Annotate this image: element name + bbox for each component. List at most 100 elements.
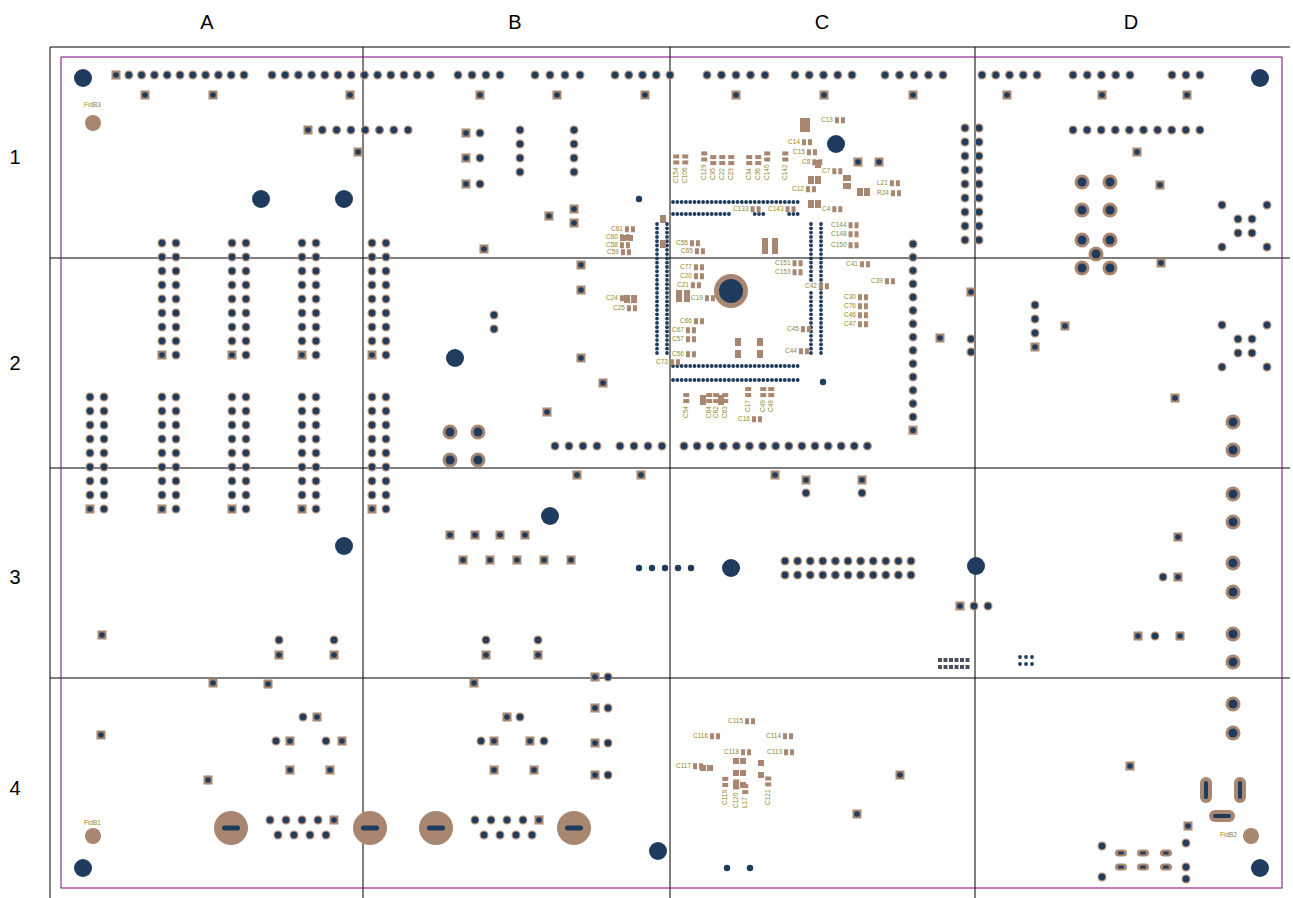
footprint (599, 379, 608, 388)
through-hole-pin (975, 208, 983, 216)
mounting-hole (649, 842, 667, 860)
smd-pad (808, 176, 814, 184)
square-pad (535, 816, 544, 825)
through-hole-pin (1033, 71, 1041, 79)
smd-pad (757, 338, 763, 346)
drill-hole (369, 506, 375, 512)
drill-hole (535, 652, 541, 658)
through-hole-pin (268, 71, 276, 79)
footprint (172, 337, 180, 345)
footprint (593, 442, 601, 450)
footprint (665, 235, 669, 239)
slot-hole (1163, 852, 1169, 855)
fine-pitch-pin (718, 378, 722, 382)
smd-pad (620, 234, 624, 240)
fine-pitch-pin (710, 378, 714, 382)
through-hole-pin (158, 393, 166, 401)
drill-hole (1032, 344, 1038, 350)
through-hole-pin (961, 194, 969, 202)
through-hole-pin (528, 831, 536, 839)
fine-pitch-pin (671, 200, 675, 204)
footprint (809, 231, 813, 235)
fine-pitch-pin (819, 265, 823, 269)
through-hole-pin (158, 491, 166, 499)
footprint (382, 393, 390, 401)
footprint (214, 811, 248, 845)
footprint (1226, 515, 1241, 530)
through-hole-pin (570, 140, 578, 148)
footprint (625, 71, 633, 79)
footprint (655, 330, 659, 334)
footprint (757, 338, 763, 346)
through-hole-pin (312, 323, 320, 331)
footprint (312, 337, 320, 345)
footprint (1083, 126, 1091, 134)
square-pad (446, 531, 455, 540)
footprint (843, 183, 851, 189)
through-hole-pin (895, 557, 903, 565)
through-hole-pin (476, 129, 484, 137)
footprint (809, 226, 813, 230)
footprint (382, 253, 390, 261)
through-hole-pin (242, 267, 250, 275)
footprint (637, 471, 646, 480)
footprint (819, 295, 823, 299)
through-hole-pin (228, 267, 236, 275)
fine-pitch-pin (761, 378, 765, 382)
footprint (631, 295, 637, 303)
smd-pad (733, 770, 739, 776)
footprint (531, 71, 539, 79)
through-hole-pin (298, 435, 306, 443)
smd-pad (799, 269, 803, 275)
fine-pitch-pin (757, 364, 761, 368)
fine-pitch-pin (710, 212, 714, 216)
through-hole-pin (652, 71, 660, 79)
fine-pitch-pin (819, 300, 823, 304)
drill-hole (339, 738, 345, 744)
through-hole-pin (242, 449, 250, 457)
footprint (809, 317, 813, 321)
drill-hole (642, 92, 648, 98)
footprint (834, 71, 842, 79)
through-hole-pin (805, 71, 813, 79)
oval-pad (1115, 850, 1127, 857)
footprint (655, 338, 659, 342)
footprint (766, 378, 770, 382)
drill-hole (474, 456, 483, 465)
footprint (693, 442, 701, 450)
footprint (848, 71, 856, 79)
drill-hole (471, 680, 477, 686)
drill-hole (1135, 633, 1141, 639)
footprint (100, 477, 108, 485)
footprint (944, 658, 948, 662)
square-pad (1126, 762, 1135, 771)
fine-pitch-pin (675, 212, 679, 216)
fine-pitch-pin (809, 226, 813, 230)
footprint (757, 212, 761, 216)
footprint (727, 364, 731, 368)
footprint (1098, 91, 1107, 100)
footprint (809, 321, 813, 325)
footprint (496, 531, 505, 540)
reference-designator: C35 (710, 168, 717, 180)
footprint (675, 378, 679, 382)
footprint (298, 393, 306, 401)
fine-pitch-pin (783, 200, 787, 204)
fine-pitch-pin (809, 252, 813, 256)
through-hole-pin (476, 180, 484, 188)
footprint (655, 334, 659, 338)
footprint (1061, 322, 1070, 331)
through-hole-pin (1140, 126, 1148, 134)
footprint (655, 235, 659, 239)
footprint (319, 126, 327, 134)
slot-hole (1118, 866, 1124, 869)
footprint (827, 135, 845, 153)
footprint (516, 168, 524, 176)
through-hole-pin (806, 557, 814, 565)
footprint (100, 435, 108, 443)
fine-pitch-pin (787, 212, 791, 216)
through-hole-pin (368, 421, 376, 429)
footprint (368, 449, 376, 457)
square-pad (298, 505, 307, 514)
large-pad (1103, 203, 1118, 218)
